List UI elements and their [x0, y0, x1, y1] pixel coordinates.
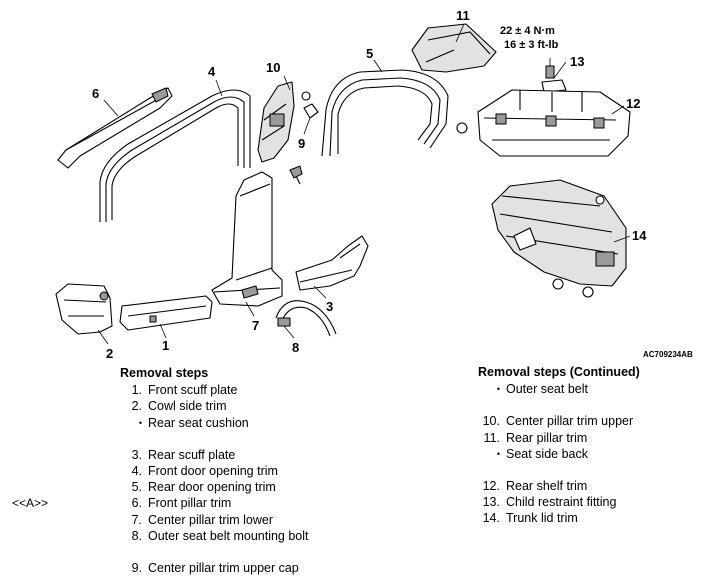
leader-11 — [455, 23, 465, 43]
list-item: 7.Center pillar trim lower — [131, 512, 274, 527]
leader-2 — [97, 329, 109, 345]
leader-7 — [245, 301, 255, 317]
removal-steps-list: Removal steps 1.Front scuff plate 2.Cowl… — [120, 365, 309, 576]
figure-code: AC709234AB — [643, 350, 693, 359]
leader-3 — [313, 285, 327, 299]
leader-5 — [373, 59, 383, 73]
callout-14: 14 — [632, 228, 647, 243]
list-item: 11.Rear pillar trim — [483, 430, 588, 445]
leader-13 — [553, 61, 567, 79]
callout-10: 10 — [266, 60, 280, 75]
callout-2: 2 — [106, 346, 113, 360]
center-pillar-trim-lower — [211, 171, 283, 307]
callout-1: 1 — [162, 338, 169, 353]
callout-6: 6 — [92, 86, 99, 101]
front-door-opening-trim — [99, 89, 251, 222]
rear-door-opening-trim — [321, 69, 449, 157]
torque-spec-imperial: 16 ± 3 ft-lb — [504, 39, 559, 51]
rear-pillar-trim — [411, 23, 497, 73]
list-item: 3.Rear scuff plate — [131, 447, 236, 462]
procedure-marker-a: <<A>> — [12, 496, 49, 510]
leader-12 — [611, 105, 625, 115]
list-item: 2.Cowl side trim — [131, 399, 227, 414]
callout-8: 8 — [292, 340, 299, 355]
removal-steps-heading: Removal steps — [120, 366, 209, 380]
front-pillar-trim — [57, 87, 173, 169]
list-item: 12.Rear shelf trim — [482, 479, 588, 494]
leader-8 — [283, 325, 295, 339]
leader-4 — [215, 79, 223, 97]
outer-seat-belt-mounting-bolt — [275, 300, 337, 337]
list-item: 10.Center pillar trim upper — [482, 414, 634, 429]
child-restraint-fitting — [541, 58, 567, 93]
torque-spec-metric: 22 ± 4 N·m — [500, 25, 555, 37]
list-item: 6.Front pillar trim — [131, 496, 232, 511]
leader-1 — [159, 323, 167, 339]
list-item: 5.Rear door opening trim — [131, 480, 276, 495]
front-scuff-plate — [119, 295, 213, 331]
cowl-side-trim — [55, 283, 113, 335]
list-item: •Seat side back — [496, 446, 588, 461]
callout-3: 3 — [326, 299, 333, 314]
list-item: 9.Center pillar trim upper cap — [131, 561, 299, 576]
removal-steps-continued-heading: Removal steps (Continued) — [478, 365, 640, 379]
center-pillar-trim-upper-cap — [301, 91, 319, 119]
callout-11: 11 — [456, 8, 470, 23]
leader-14 — [613, 235, 631, 243]
center-pillar-trim-upper — [257, 81, 295, 163]
rear-scuff-plate — [295, 235, 369, 291]
callout-13: 13 — [570, 54, 584, 69]
list-item: •Rear seat cushion — [138, 415, 249, 430]
list-item: 4.Front door opening trim — [131, 464, 278, 479]
trim-clip-screw — [289, 165, 303, 185]
callout-5: 5 — [366, 46, 373, 61]
list-item: 14.Trunk lid trim — [482, 511, 578, 526]
leader-6 — [103, 99, 119, 117]
list-item: •Outer seat belt — [496, 382, 588, 397]
list-item: 1.Front scuff plate — [131, 383, 238, 398]
callout-4: 4 — [208, 64, 216, 79]
leader-9 — [303, 117, 311, 135]
list-item: 8.Outer seat belt mounting bolt — [131, 528, 309, 543]
callout-7: 7 — [252, 318, 259, 333]
list-item: 13.Child restraint fitting — [482, 495, 617, 510]
callout-9: 9 — [298, 136, 305, 151]
trunk-lid-trim — [491, 179, 627, 298]
rear-shelf-trim — [456, 89, 631, 157]
leader-10 — [283, 75, 291, 91]
exploded-parts-diagram: 1 2 3 4 5 6 7 8 9 10 11 12 13 14 22 ± 4 … — [55, 8, 693, 360]
removal-steps-continued-list: Removal steps (Continued) •Outer seat be… — [478, 364, 640, 527]
callout-12: 12 — [626, 96, 640, 111]
